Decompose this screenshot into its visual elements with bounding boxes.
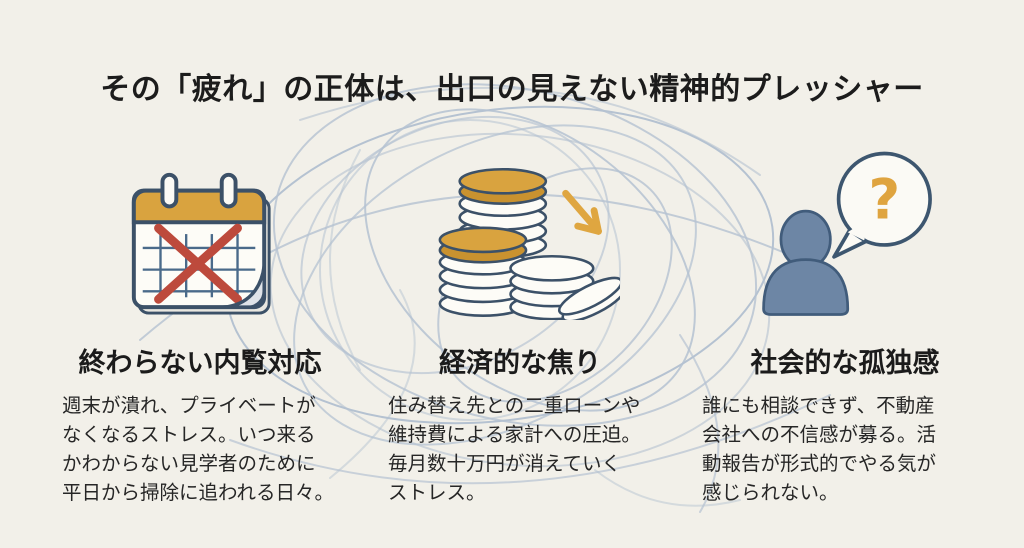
person-question-bubble-icon: ? xyxy=(700,145,990,320)
body-financial-stress: 住み替え先との二重ローンや 維持費による家計への圧迫。 毎月数十万円が消えていく… xyxy=(388,395,641,504)
down-arrow-icon xyxy=(562,189,602,235)
coin-stacks-decline-icon xyxy=(370,145,670,320)
page-title: その「疲れ」の正体は、出口の見えない精神的プレッシャー xyxy=(100,73,924,107)
crossed-calendar-icon xyxy=(50,145,350,320)
heading-financial-stress: 経済的な焦り xyxy=(439,348,601,378)
question-bubble-icon: ? xyxy=(832,151,932,259)
body-viewing-stress: 週末が潰れ、プライベートが なくなるストレス。いつ来る かわからない見学者のため… xyxy=(62,395,335,504)
person-question-bubble-icon-svg: ? xyxy=(762,151,932,316)
body-isolation-stress: 誰にも相談できず、不動産 会社への不信感が募る。活 動報告が形式的でやる気が 感… xyxy=(702,395,937,504)
question-mark-glyph: ? xyxy=(868,167,900,231)
column-isolation-stress: ? 社会的な孤独感 誰にも相談できず、不動産 会社への不信感が募る。活 動報告が… xyxy=(700,145,990,508)
column-viewing-stress: 終わらない内覧対応 週末が潰れ、プライベートが なくなるストレス。いつ来る かわ… xyxy=(50,145,350,508)
column-financial-stress: 経済的な焦り 住み替え先との二重ローンや 維持費による家計への圧迫。 毎月数十万… xyxy=(370,145,670,508)
heading-isolation-stress: 社会的な孤独感 xyxy=(750,348,940,378)
crossed-calendar-icon-svg xyxy=(131,172,271,315)
heading-viewing-stress: 終わらない内覧対応 xyxy=(78,348,322,378)
person-silhouette-icon xyxy=(762,209,850,316)
coin-stacks-decline-icon-svg xyxy=(438,167,620,320)
